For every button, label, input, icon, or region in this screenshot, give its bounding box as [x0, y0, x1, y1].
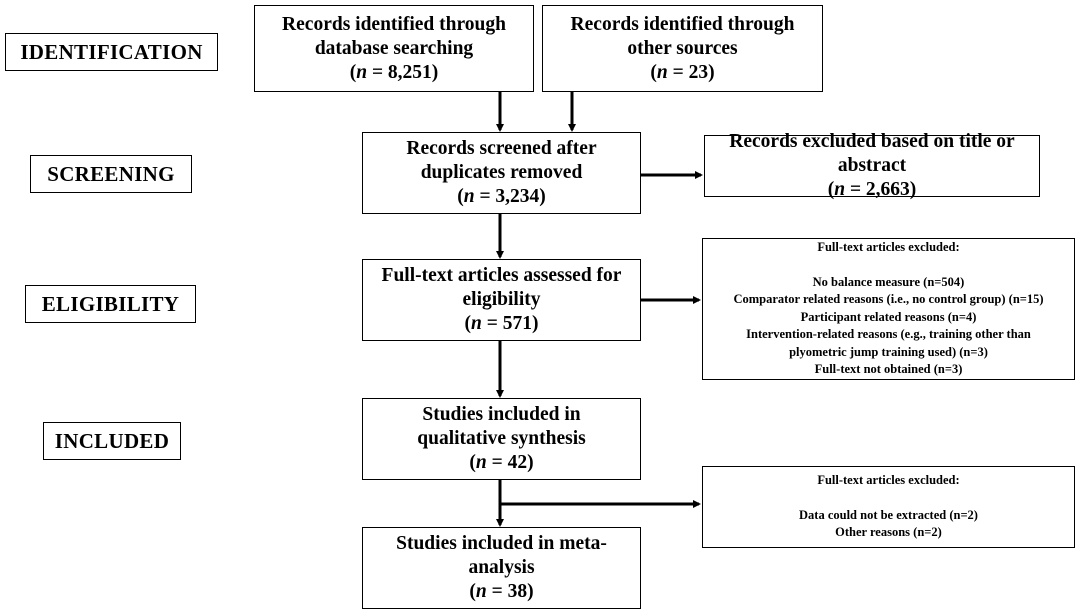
meta-excluded-item: Other reasons (n=2) — [835, 525, 942, 540]
records-screened-line2: duplicates removed — [420, 162, 583, 183]
meta-excluded-heading: Full-text articles excluded: — [817, 473, 960, 488]
n-label: n — [475, 581, 487, 602]
n-value: = 571) — [481, 313, 539, 334]
records-screened-line1: Records screened after — [406, 138, 597, 159]
n-value: = 8,251) — [367, 61, 439, 83]
n-label: n — [463, 186, 475, 207]
n-value: = 42) — [486, 452, 534, 473]
stage-screening-label: SCREENING — [47, 161, 175, 186]
fulltext-assessed-line2: eligibility — [462, 289, 541, 310]
database-search-line2: database searching — [314, 37, 474, 59]
qualitative-line2: qualitative synthesis — [417, 428, 586, 449]
excluded-title-abstract-box: Records excluded based on title or abstr… — [704, 131, 1040, 200]
meta-excluded-item: Data could not be extracted (n=2) — [799, 507, 978, 522]
meta-analysis-count: (n = 38) — [469, 581, 534, 602]
excluded-title-line2: abstract — [837, 155, 907, 176]
meta-excluded-box: Full-text articles excluded: Data could … — [702, 466, 1075, 548]
excluded-title-count: (n = 2,663) — [827, 179, 917, 200]
fulltext-assessed-count: (n = 571) — [464, 313, 539, 334]
fulltext-excluded-item: Comparator related reasons (i.e., no con… — [733, 292, 1044, 307]
database-search-line1: Records identified through — [282, 13, 506, 35]
qualitative-line1: Studies included in — [422, 404, 581, 425]
stage-eligibility: ELIGIBILITY — [25, 285, 196, 323]
records-screened-box: Records screened after duplicates remove… — [362, 132, 641, 214]
stage-included: INCLUDED — [43, 422, 181, 460]
fulltext-excluded-heading: Full-text articles excluded: — [817, 240, 960, 255]
fulltext-assessed-box: Full-text articles assessed for eligibil… — [362, 259, 641, 341]
n-label: n — [656, 61, 668, 83]
n-value: = 38) — [486, 581, 534, 602]
other-sources-box: Records identified through other sources… — [542, 5, 823, 92]
excluded-title-line1: Records excluded based on title or — [729, 131, 1015, 152]
stage-identification: IDENTIFICATION — [5, 33, 218, 71]
n-value: = 3,234) — [474, 186, 546, 207]
fulltext-excluded-item: Participant related reasons (n=4) — [800, 309, 977, 324]
stage-identification-label: IDENTIFICATION — [20, 39, 203, 64]
fulltext-excluded-item: Intervention-related reasons (e.g., trai… — [746, 327, 1031, 342]
records-screened-count: (n = 3,234) — [457, 186, 546, 207]
database-search-box: Records identified through database sear… — [254, 5, 534, 92]
qualitative-count: (n = 42) — [469, 452, 534, 473]
stage-eligibility-label: ELIGIBILITY — [41, 291, 180, 316]
meta-analysis-line2: analysis — [468, 557, 535, 578]
n-label: n — [834, 179, 846, 200]
n-label: n — [356, 61, 368, 83]
fulltext-excluded-item: No balance measure (n=504) — [812, 274, 965, 289]
fulltext-excluded-box: Full-text articles excluded: No balance … — [702, 238, 1075, 380]
fulltext-assessed-line1: Full-text articles assessed for — [381, 265, 622, 286]
other-sources-count: (n = 23) — [650, 61, 715, 83]
other-sources-line1: Records identified through — [570, 13, 795, 35]
n-value: = 2,663) — [845, 179, 917, 200]
meta-analysis-box: Studies included in meta- analysis (n = … — [362, 527, 641, 609]
n-label: n — [475, 452, 487, 473]
fulltext-excluded-item: Full-text not obtained (n=3) — [814, 362, 963, 377]
stage-screening: SCREENING — [30, 155, 192, 193]
other-sources-line2: other sources — [627, 37, 738, 59]
n-value: = 23) — [667, 61, 715, 83]
fulltext-excluded-item: plyometric jump training used) (n=3) — [789, 344, 988, 359]
stage-included-label: INCLUDED — [54, 428, 170, 453]
meta-analysis-line1: Studies included in meta- — [396, 533, 607, 554]
qualitative-synthesis-box: Studies included in qualitative synthesi… — [362, 398, 641, 480]
n-label: n — [471, 313, 482, 334]
database-search-count: (n = 8,251) — [349, 61, 439, 83]
